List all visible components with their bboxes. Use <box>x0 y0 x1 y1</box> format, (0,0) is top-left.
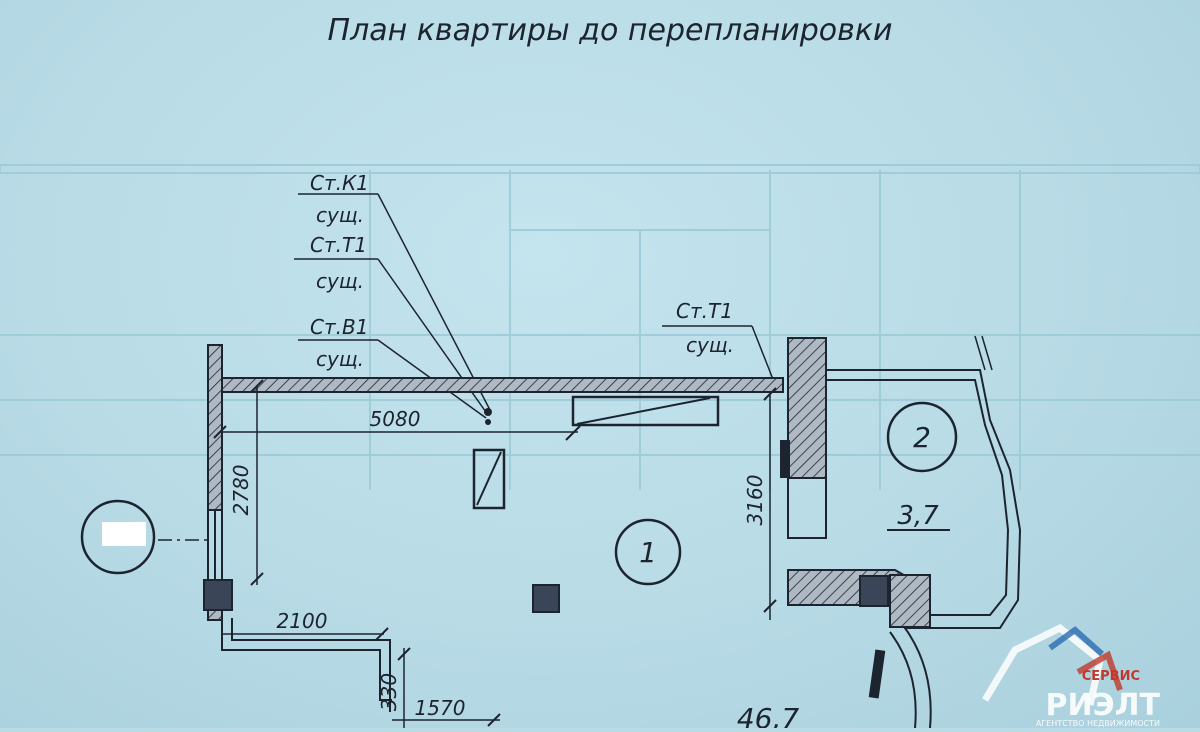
column-left <box>203 579 233 611</box>
stove <box>472 448 506 510</box>
riser-code-1: Ст.К1 <box>310 171 369 195</box>
dim-right-height: 3160 <box>743 475 767 526</box>
dimension-lines: 5080 2780 3160 2100 330 1570 <box>158 379 777 728</box>
dim-bottom-left: 2100 <box>277 609 328 633</box>
walls <box>207 335 1022 729</box>
fixtures <box>472 395 886 699</box>
column-right <box>859 575 889 607</box>
riser-right-code: Ст.Т1 <box>676 299 733 323</box>
axis-bubble-redaction <box>102 522 146 546</box>
riser-labels-left: Ст.К1 сущ. Ст.Т1 сущ. Ст.В1 сущ. <box>294 171 492 425</box>
riser-marker <box>484 408 492 416</box>
heater-right <box>780 440 790 478</box>
realty-logo-watermark: СЕРВИС РИЭЛТ АГЕНТСТВО НЕДВИЖИМОСТИ <box>981 623 1161 728</box>
leader-line-1 <box>377 193 491 411</box>
faint-background-table <box>0 164 1200 490</box>
room-1-area: 46,7 <box>737 702 800 728</box>
riser-right-status: сущ. <box>686 333 734 357</box>
room-2-area: 3,7 <box>897 501 939 531</box>
dim-top: 5080 <box>370 407 421 431</box>
room-2: 2 3,7 <box>886 401 958 531</box>
dim-left-height: 2780 <box>229 465 253 516</box>
riser-code-2: Ст.Т1 <box>310 233 367 257</box>
column-center <box>532 584 560 613</box>
riser-status-1: сущ. <box>316 203 364 227</box>
dim-step-height: 330 <box>377 673 401 711</box>
riser-label-right: Ст.Т1 сущ. <box>662 299 779 393</box>
plan-title: План квартиры до перепланировки <box>328 13 893 48</box>
logo-brand: РИЭЛТ <box>1046 688 1161 723</box>
axis-bubble <box>80 499 156 575</box>
radiator <box>571 395 720 427</box>
room-1-number: 1 <box>639 536 657 569</box>
riser-status-2: сущ. <box>316 269 364 293</box>
logo-tag: СЕРВИС <box>1082 669 1140 684</box>
wall-left-upper <box>207 344 223 511</box>
riser-status-3: сущ. <box>316 347 364 371</box>
riser-code-3: Ст.В1 <box>310 315 368 339</box>
room-2-number: 2 <box>913 421 931 454</box>
dim-bottom-step: 1570 <box>415 696 466 720</box>
room-1: 1 46,7 <box>614 518 800 732</box>
wall-top <box>217 377 784 393</box>
logo-subtitle: АГЕНТСТВО НЕДВИЖИМОСТИ <box>1036 719 1160 728</box>
wall-right <box>787 337 827 479</box>
